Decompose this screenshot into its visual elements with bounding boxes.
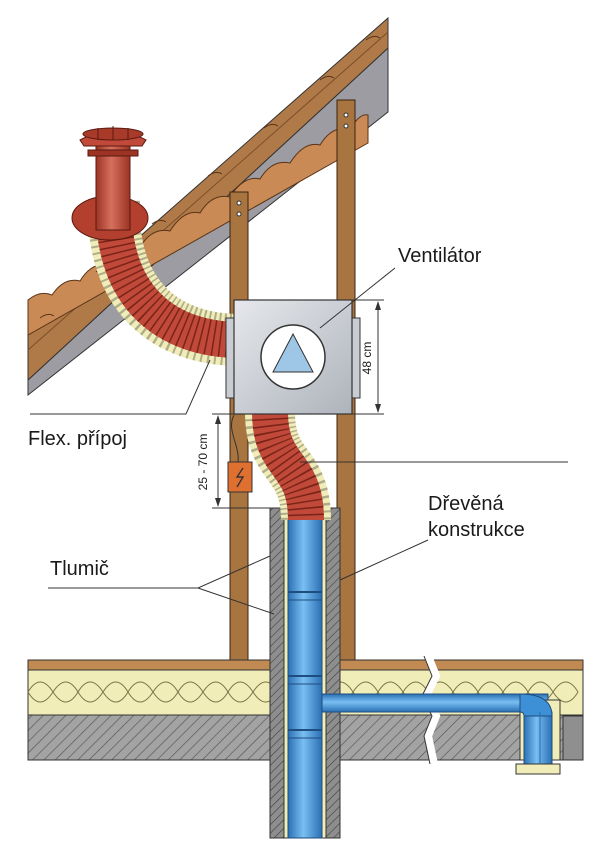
triangle-in-circle-icon	[272, 332, 314, 373]
wooden-post-left	[229, 191, 249, 663]
dimension-48-label: 48 cm	[360, 342, 374, 375]
lightning-switch-icon	[227, 414, 253, 493]
shaft-wall-left	[269, 507, 285, 839]
label-silencer: Tlumič	[50, 558, 109, 580]
roof-outlet	[71, 126, 149, 241]
fan-unit	[225, 299, 361, 415]
label-wooden-structure-1: Dřevěná	[428, 493, 504, 515]
shaft-wall-right	[325, 507, 341, 839]
horizontal-duct	[305, 693, 584, 775]
dimension-fan-height: 48 cm	[352, 299, 384, 415]
flex-duct-lower	[245, 410, 331, 522]
label-wooden-structure-2: konstrukce	[428, 519, 525, 541]
label-ventilator: Ventilátor	[398, 245, 482, 267]
dimension-25-70-label: 25 - 70 cm	[196, 434, 210, 491]
label-flex-connection: Flex. přípoj	[28, 428, 127, 450]
dimension-fan-elevation: 25 - 70 cm	[196, 413, 270, 509]
vertical-duct	[287, 517, 323, 839]
leader-lines	[30, 267, 568, 615]
